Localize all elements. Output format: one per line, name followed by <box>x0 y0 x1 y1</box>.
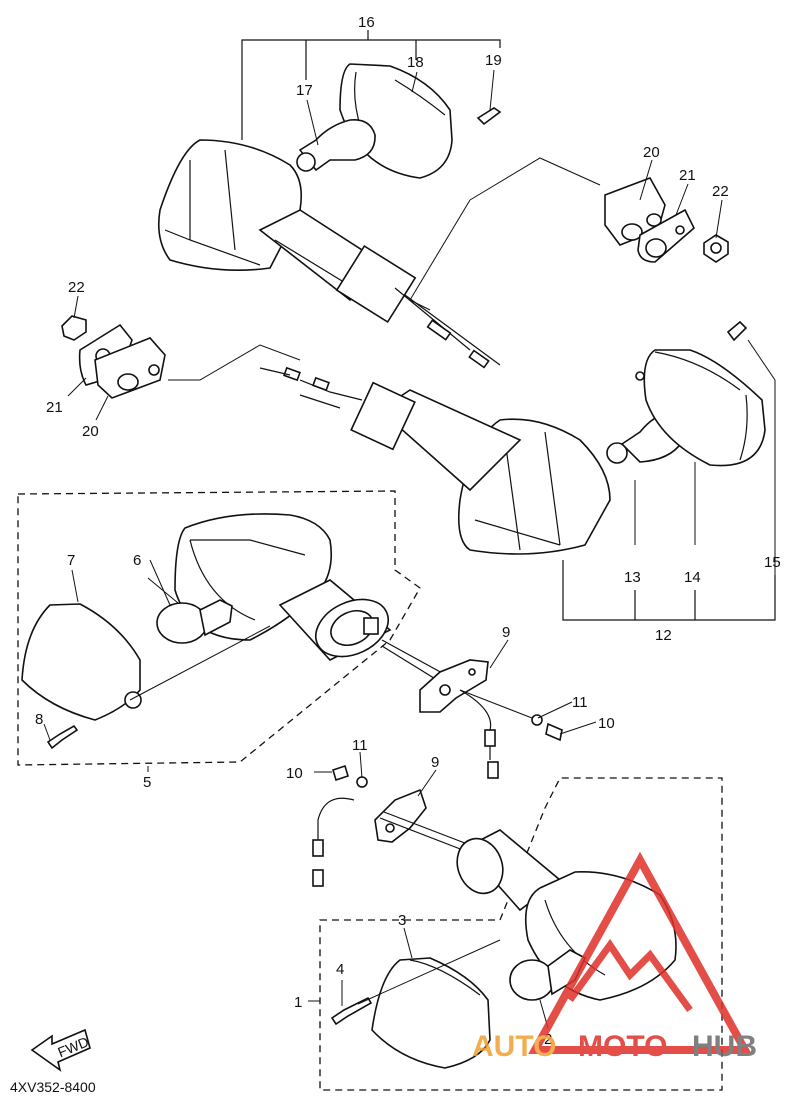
callout-10b: 10 <box>286 765 303 782</box>
turn-signal-assembly-5 <box>17 490 421 766</box>
callout-20b: 20 <box>82 423 99 440</box>
callout-9b: 9 <box>431 754 439 771</box>
callout-11a: 11 <box>572 694 588 711</box>
callout-5: 5 <box>143 774 151 791</box>
callout-13: 13 <box>624 569 641 586</box>
callout-10a: 10 <box>598 715 615 732</box>
callout-22a: 22 <box>712 183 729 200</box>
callout-19: 19 <box>485 52 502 69</box>
diagram-code: 4XV352-8400 <box>10 1079 96 1095</box>
mount-hardware-left <box>61 315 301 399</box>
callout-1: 1 <box>294 994 302 1011</box>
callout-11b: 11 <box>352 737 368 754</box>
callout-16: 16 <box>358 14 375 31</box>
callout-17: 17 <box>296 82 313 99</box>
callout-21b: 21 <box>46 399 63 416</box>
turn-signal-assembly-right <box>259 320 776 621</box>
callout-labels: 1 2 3 4 5 6 7 8 9 9 10 10 11 11 12 13 14… <box>35 14 781 1048</box>
callout-9a: 9 <box>502 624 510 641</box>
leader-lines <box>43 69 723 1029</box>
callout-18: 18 <box>407 54 424 71</box>
callout-7: 7 <box>67 552 75 569</box>
callout-8: 8 <box>35 711 43 728</box>
callout-15: 15 <box>764 554 781 571</box>
watermark-hub: HUB <box>692 1030 757 1063</box>
fwd-arrow-icon: FWD <box>30 1028 91 1072</box>
mount-hardware-upper <box>604 177 729 263</box>
callout-21a: 21 <box>679 167 696 184</box>
callout-4: 4 <box>336 961 344 978</box>
callout-12: 12 <box>655 627 672 644</box>
watermark-moto: MOTO <box>578 1030 667 1063</box>
callout-6: 6 <box>133 552 141 569</box>
watermark-auto: AUTO <box>472 1030 556 1063</box>
callout-2: 2 <box>544 1031 552 1048</box>
callout-3: 3 <box>398 912 406 929</box>
callout-22b: 22 <box>68 279 85 296</box>
turn-signal-assembly-top <box>157 30 601 369</box>
mount-plate-upper <box>381 639 563 779</box>
automotohub-watermark-logo: AUTO MOTO HUB <box>472 851 757 1063</box>
callout-20a: 20 <box>643 144 660 161</box>
callout-14: 14 <box>684 569 701 586</box>
